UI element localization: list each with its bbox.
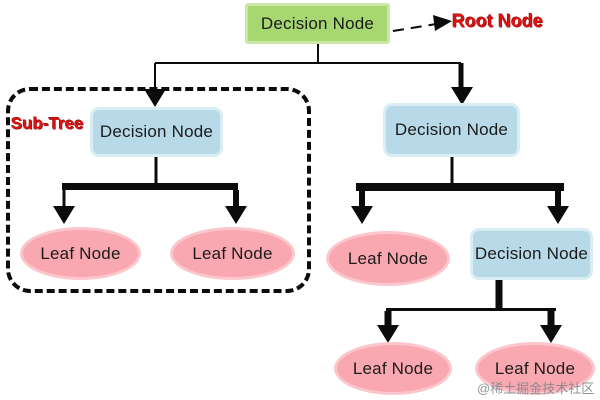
inner-leaf-node-2: Leaf Node [475, 342, 595, 395]
arrow-down-icon [144, 89, 166, 107]
root-decision-node: Decision Node [245, 3, 390, 44]
left-leaf-node-2: Leaf Node [170, 227, 295, 280]
left-leaf-node-1: Leaf Node [20, 227, 141, 280]
inner-leaf-node-1: Leaf Node [334, 342, 452, 395]
arrow-right-icon [433, 15, 452, 31]
right-leaf-node: Leaf Node [326, 231, 450, 286]
connector-root-annotation [392, 15, 452, 32]
arrow-down-icon [53, 206, 75, 224]
arrow-down-icon [377, 325, 399, 343]
inner-decision-node: Decision Node [470, 228, 593, 280]
connector-right-subtree [356, 157, 564, 208]
arrow-down-icon [547, 206, 569, 224]
arrow-down-icon [451, 87, 473, 105]
subtree-annotation: Sub-Tree [11, 114, 84, 133]
right-decision-node: Decision Node [383, 103, 520, 157]
connector-left-subtree [62, 157, 239, 208]
connector-root-to-children [154, 44, 464, 90]
left-decision-node: Decision Node [90, 107, 223, 157]
arrow-down-icon [351, 206, 373, 224]
root-node-annotation: Root Node [452, 11, 543, 31]
arrow-down-icon [225, 206, 247, 224]
watermark-text: @稀土掘金技术社区 [477, 381, 595, 396]
arrow-down-icon [540, 325, 562, 343]
connector-inner-subtree [384, 280, 556, 327]
